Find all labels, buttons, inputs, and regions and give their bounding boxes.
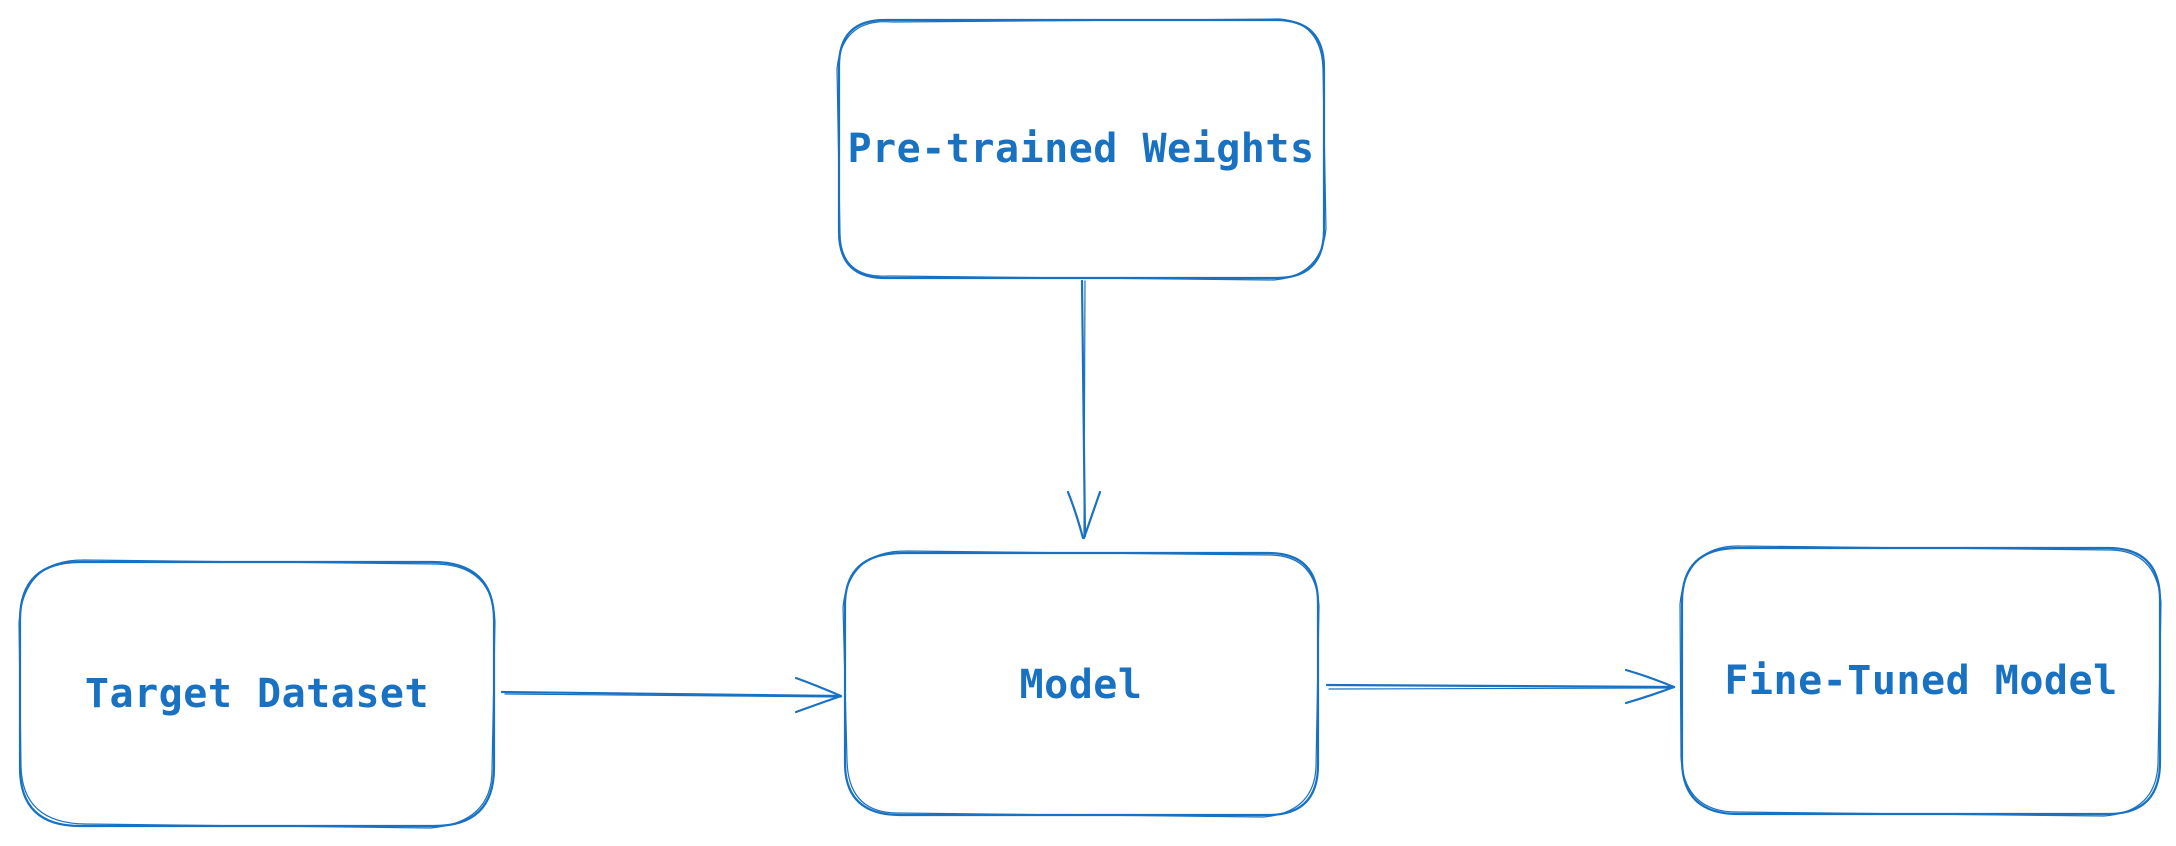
node-fine-tuned-model[interactable] [1679, 545, 2162, 817]
label-pretrained-weights: Pre-trained Weights [847, 126, 1314, 172]
arrow-weights-to-model [1066, 279, 1102, 540]
arrow-model-to-fine-tuned [1325, 668, 1676, 705]
label-model: Model [1020, 662, 1143, 708]
node-pretrained-weights[interactable] [836, 18, 1327, 281]
label-fine-tuned-model: Fine-Tuned Model [1724, 658, 2117, 704]
arrow-dataset-to-model [500, 676, 843, 714]
node-target-dataset[interactable] [18, 559, 496, 829]
node-model[interactable] [842, 550, 1320, 818]
label-target-dataset: Target Dataset [85, 671, 429, 717]
